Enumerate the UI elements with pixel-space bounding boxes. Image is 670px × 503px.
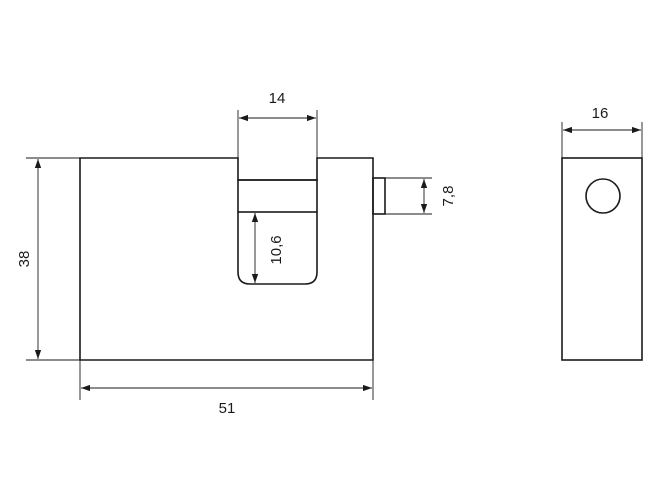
keyhole bbox=[585, 178, 621, 214]
side-body bbox=[561, 157, 643, 361]
front-view bbox=[79, 157, 386, 361]
width-dimension: 51 bbox=[79, 360, 374, 417]
bolt bbox=[372, 177, 386, 215]
shackle-gap-label: 10,6 bbox=[268, 235, 285, 264]
depth-dimension: 16 bbox=[561, 105, 643, 158]
shackle-width-label: 14 bbox=[269, 90, 286, 107]
shackle-bar bbox=[237, 179, 318, 213]
shackle-width-dimension: 14 bbox=[237, 90, 318, 158]
shackle-gap-dimension: 10,6 bbox=[251, 213, 285, 283]
height-dimension: 38 bbox=[16, 157, 80, 361]
lock-body bbox=[79, 157, 374, 361]
bolt-dimension: 7,8 bbox=[385, 177, 457, 215]
width-label: 51 bbox=[219, 400, 236, 417]
height-label: 38 bbox=[16, 251, 33, 268]
depth-label: 16 bbox=[592, 105, 609, 122]
bolt-label: 7,8 bbox=[440, 186, 457, 207]
side-view bbox=[561, 157, 643, 361]
shackle-cavity bbox=[237, 212, 318, 285]
